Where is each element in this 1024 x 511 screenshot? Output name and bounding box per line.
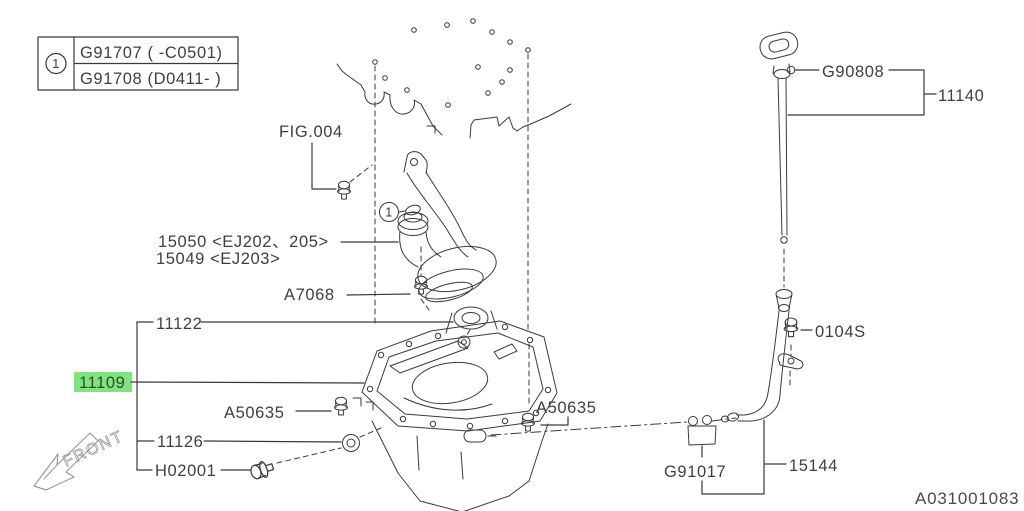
label-a7068: A7068 (284, 286, 335, 304)
o-ring-icon (405, 204, 421, 216)
front-label: FRONT (61, 428, 127, 471)
doc-code: A031001083 (915, 489, 1019, 508)
front-arrow: FRONT (33, 427, 127, 491)
g91017-clip-icon (687, 415, 717, 446)
ref-row-1: G91707 ( -C0501) (80, 44, 223, 62)
pan-grommet-icon (453, 306, 489, 330)
label-g91017: G91017 (664, 463, 726, 481)
front-arrow-icon (33, 432, 99, 491)
ref-marker: 1 (52, 56, 60, 71)
fig004-label: FIG.004 (279, 123, 343, 141)
label-15050: 15050 <EJ202、205> (158, 233, 329, 251)
pan-side-fitting (463, 429, 487, 443)
dipstick-handle (759, 31, 799, 60)
label-h02001: H02001 (155, 462, 216, 480)
label-15144: 15144 (789, 457, 838, 475)
label-0104s: 0104S (815, 323, 866, 341)
h02001-plug-icon (248, 458, 276, 482)
g90808-oring-icon (786, 65, 796, 75)
highlight-11109 (74, 372, 132, 392)
circled-1-icon (45, 52, 67, 75)
dipstick-assembly (721, 31, 804, 423)
pan-flange-inner (376, 332, 544, 420)
strainer-body (417, 245, 497, 293)
label-a50635-right: A50635 (536, 399, 597, 417)
label-15049: 15049 <EJ203> (156, 250, 280, 268)
guide-tube (767, 310, 790, 396)
ref-row-2: G91708 (D0411- ) (80, 70, 221, 88)
right-callouts: G90808 11140 0104S A50635 G91017 15144 (490, 63, 984, 495)
pan-flange-outer (361, 320, 558, 432)
fig004-callout: FIG.004 (279, 123, 373, 200)
grommet-11126-icon (342, 434, 360, 452)
label-11140: 11140 (938, 87, 984, 105)
left-callouts: 11122 11109 A50635 11126 H02001 (74, 315, 454, 482)
ref-table: 1 G91707 ( -C0501) G91708 (D0411- ) (37, 36, 239, 91)
pan-body (371, 420, 549, 511)
label-11109: 11109 (79, 374, 125, 392)
pan-opening (411, 361, 489, 405)
block-bolt-holes (372, 18, 531, 108)
pickup-marker: 1 (385, 205, 393, 220)
label-11126: 11126 (157, 433, 203, 451)
pan-flange-holes (366, 323, 552, 430)
tube-clamp-icon (777, 353, 804, 370)
dipstick-rod (777, 77, 788, 236)
oil-pan (361, 306, 558, 511)
fig004-bolt-icon (337, 180, 351, 200)
label-g90808: G90808 (822, 63, 884, 81)
oil-pickup-assembly (379, 151, 497, 311)
a50635-left-bolt-icon (334, 396, 348, 416)
engine-block-sketch (336, 18, 572, 408)
label-11122: 11122 (156, 315, 202, 333)
label-a50635-left: A50635 (224, 404, 285, 422)
